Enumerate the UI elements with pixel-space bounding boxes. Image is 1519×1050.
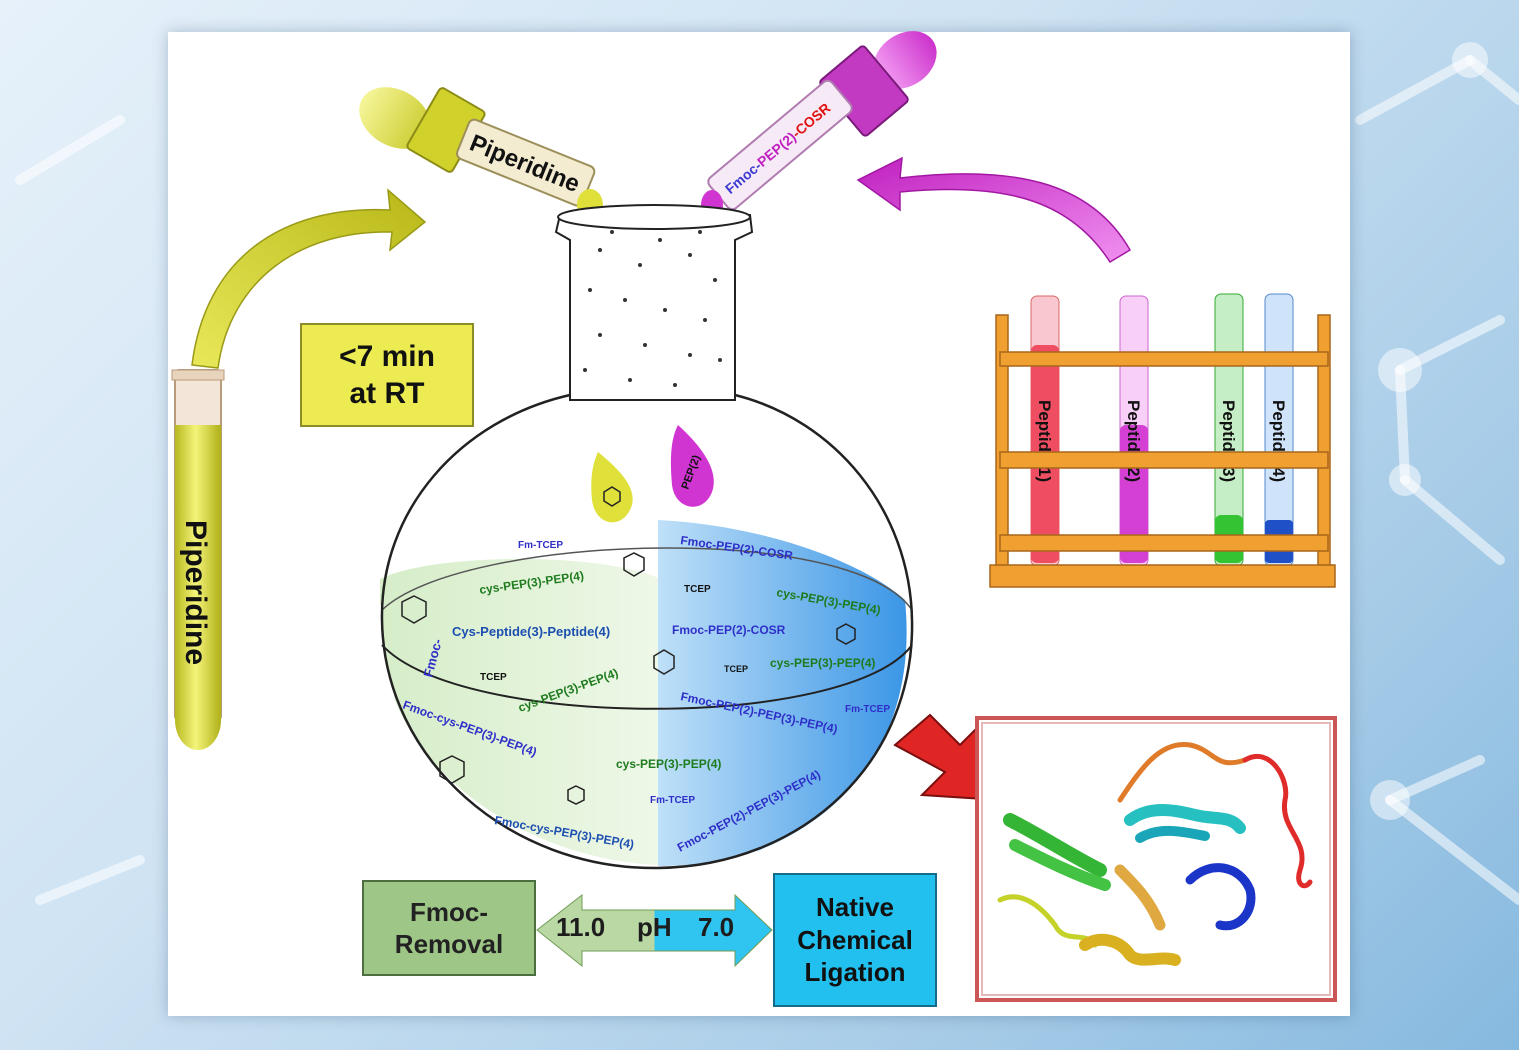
- conditions-line2: at RT: [349, 377, 425, 410]
- fmoc-removal-box: Fmoc- Removal: [362, 880, 536, 976]
- right-text-5: TCEP: [724, 664, 748, 674]
- ring-icon: [623, 552, 645, 577]
- ncl-line3: Ligation: [804, 957, 906, 988]
- fm-tcep-label: Fm-TCEP: [518, 540, 563, 551]
- conditions-line1: <7 min: [339, 339, 435, 373]
- piperidine-test-tube: Piperidine: [171, 369, 225, 750]
- ph-right-value: 7.0: [698, 912, 735, 942]
- yellow-curved-arrow: [191, 188, 427, 369]
- protein-structure: [975, 716, 1337, 1002]
- ncl-line2: Chemical: [797, 924, 913, 955]
- fmoc-removal-line1: Fmoc-: [410, 896, 488, 927]
- native-chemical-ligation-box: Native Chemical Ligation: [773, 873, 937, 1007]
- tube-peptide-3: Peptide(3): [1214, 293, 1244, 567]
- ncl-line1: Native: [815, 892, 895, 923]
- right-text-2: TCEP: [684, 584, 711, 595]
- pep2-drop: [670, 425, 714, 507]
- piperidine-tube-label: Piperidine: [179, 520, 212, 665]
- piperidine-ring-icon: [603, 486, 621, 507]
- ring-icon: [653, 649, 675, 675]
- left-text-8: cys-PEP(3)-PEP(4): [616, 757, 721, 771]
- rack-label-2: Peptide(2): [1124, 400, 1143, 482]
- ring-icon: [439, 755, 465, 784]
- svg-text:Fmoc-PEP(2)-COSR: Fmoc-PEP(2)-COSR: [722, 100, 834, 197]
- right-text-4: Fmoc-PEP(2)-COSR: [672, 623, 786, 637]
- left-text-5: TCEP: [480, 672, 507, 683]
- ring-icon: [567, 785, 585, 805]
- left-text-9: Fm-TCEP: [650, 795, 695, 806]
- magenta-curved-arrow: [856, 156, 1132, 264]
- ring-icons: [401, 552, 856, 805]
- rack-label-1: Peptide(1): [1035, 400, 1054, 482]
- tube-peptide-1: Peptide(1): [1030, 295, 1060, 567]
- pep2-dropper: Fmoc-PEP(2)-COSR: [701, 31, 937, 220]
- ph-left-value: 11.0: [556, 912, 606, 942]
- tube-peptide-2: Peptide(2): [1119, 295, 1149, 567]
- rack-label-3: Peptide(3): [1219, 400, 1238, 482]
- test-tube-rack: Peptide(1) Peptide(2) Peptide(3) Peptide…: [989, 293, 1336, 588]
- tube-peptide-4: Peptide(4): [1264, 293, 1294, 567]
- ring-icon: [401, 595, 427, 624]
- rack-label-4: Peptide(4): [1269, 400, 1288, 482]
- ph-label: pH: [637, 912, 672, 942]
- reaction-conditions-box: <7 min at RT: [300, 323, 474, 427]
- left-text-3: Cys-Peptide(3)-Peptide(4): [452, 624, 610, 639]
- right-text-8: Fm-TCEP: [845, 704, 890, 715]
- right-text-6: cys-PEP(3)-PEP(4): [770, 656, 875, 670]
- ring-icon: [836, 623, 856, 645]
- fmoc-removal-line2: Removal: [394, 929, 504, 959]
- piperidine-dropper: Piperidine: [359, 87, 603, 221]
- ph-double-arrow: [536, 893, 773, 968]
